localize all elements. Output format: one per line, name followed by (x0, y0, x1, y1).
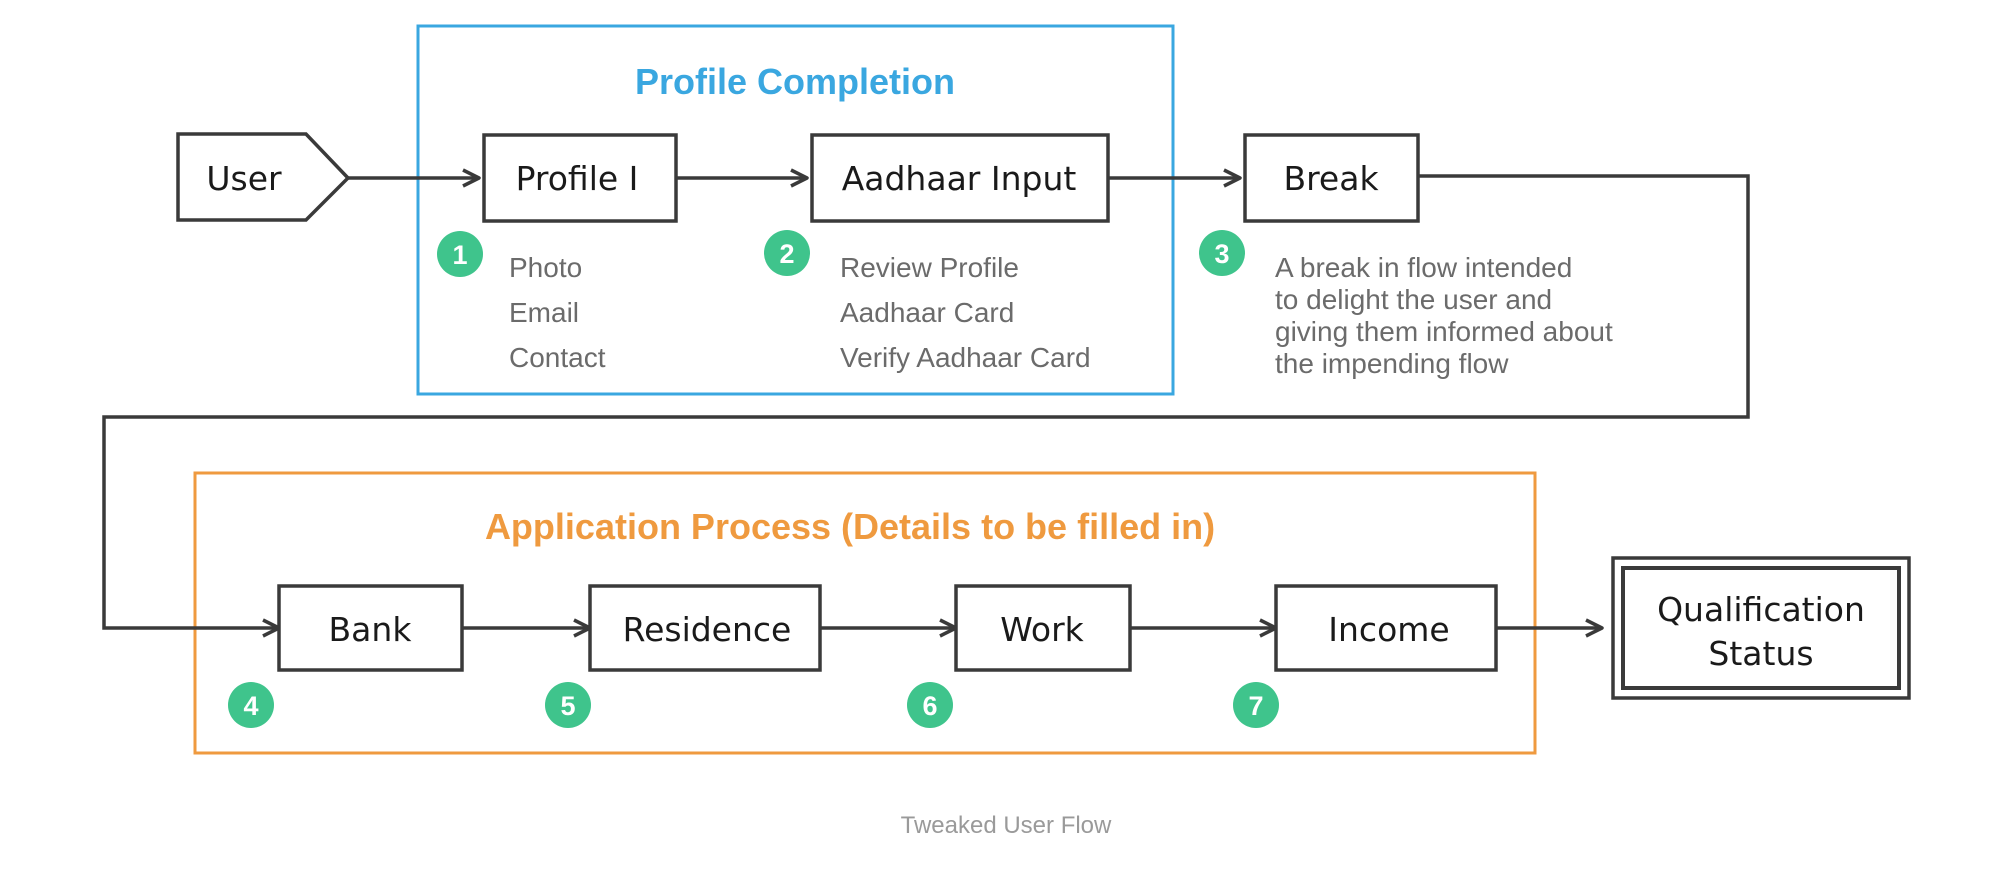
node-residence: Residence (588, 584, 822, 672)
step-badge-4-number: 4 (243, 691, 258, 721)
node-residence-label: Residence (623, 610, 792, 649)
node-bank-label: Bank (329, 610, 413, 649)
aadhaar-detail-verify: Verify Aadhaar Card (840, 342, 1091, 373)
node-user-label: User (206, 159, 282, 198)
node-aadhaar-label: Aadhaar Input (842, 159, 1077, 198)
node-profile: Profile I (482, 133, 678, 223)
break-description-line3: giving them informed about (1275, 316, 1613, 347)
node-income: Income (1274, 584, 1498, 672)
profile-completion-title: Profile Completion (635, 61, 955, 102)
node-bank: Bank (277, 584, 464, 672)
step-badge-1-number: 1 (452, 240, 467, 270)
step-badge-2-number: 2 (779, 239, 794, 269)
application-process-group (193, 471, 1537, 755)
profile-detail-photo: Photo (509, 252, 582, 283)
node-income-label: Income (1328, 610, 1449, 649)
node-qualification-status: Qualification Status (1611, 556, 1911, 700)
aadhaar-detail-review-profile: Review Profile (840, 252, 1019, 283)
step-badge-5: 5 (545, 682, 591, 728)
step-badge-7: 7 (1233, 682, 1279, 728)
node-user: User (176, 132, 351, 222)
aadhaar-detail-aadhaar-card: Aadhaar Card (840, 297, 1014, 328)
figure-caption: Tweaked User Flow (901, 812, 1112, 839)
arrow-break-to-bank (102, 174, 1750, 638)
step-badge-5-number: 5 (560, 691, 575, 721)
step-badge-6-number: 6 (922, 691, 937, 721)
step-badge-3: 3 (1199, 230, 1245, 276)
step-badge-1: 1 (437, 231, 483, 277)
profile-detail-email: Email (509, 297, 579, 328)
step-badge-7-number: 7 (1248, 691, 1263, 721)
break-description-line1: A break in flow intended (1275, 252, 1572, 283)
profile-detail-contact: Contact (509, 342, 606, 373)
step-badge-6: 6 (907, 682, 953, 728)
step-badge-4: 4 (228, 682, 274, 728)
break-description-line4: the impending flow (1275, 348, 1509, 379)
step-badge-2: 2 (764, 230, 810, 276)
node-work: Work (954, 584, 1132, 672)
node-break: Break (1243, 133, 1420, 223)
profile-completion-group (416, 24, 1175, 396)
node-break-label: Break (1283, 159, 1379, 198)
node-aadhaar-input: Aadhaar Input (810, 133, 1110, 223)
node-profile-label: Profile I (516, 159, 639, 198)
node-qualification-label-line1: Qualification (1657, 590, 1865, 629)
break-description-line2: to delight the user and (1275, 284, 1552, 315)
application-process-title: Application Process (Details to be fille… (485, 506, 1215, 547)
node-qualification-label-line2: Status (1708, 634, 1813, 673)
step-badge-3-number: 3 (1214, 239, 1229, 269)
node-work-label: Work (1000, 610, 1084, 649)
